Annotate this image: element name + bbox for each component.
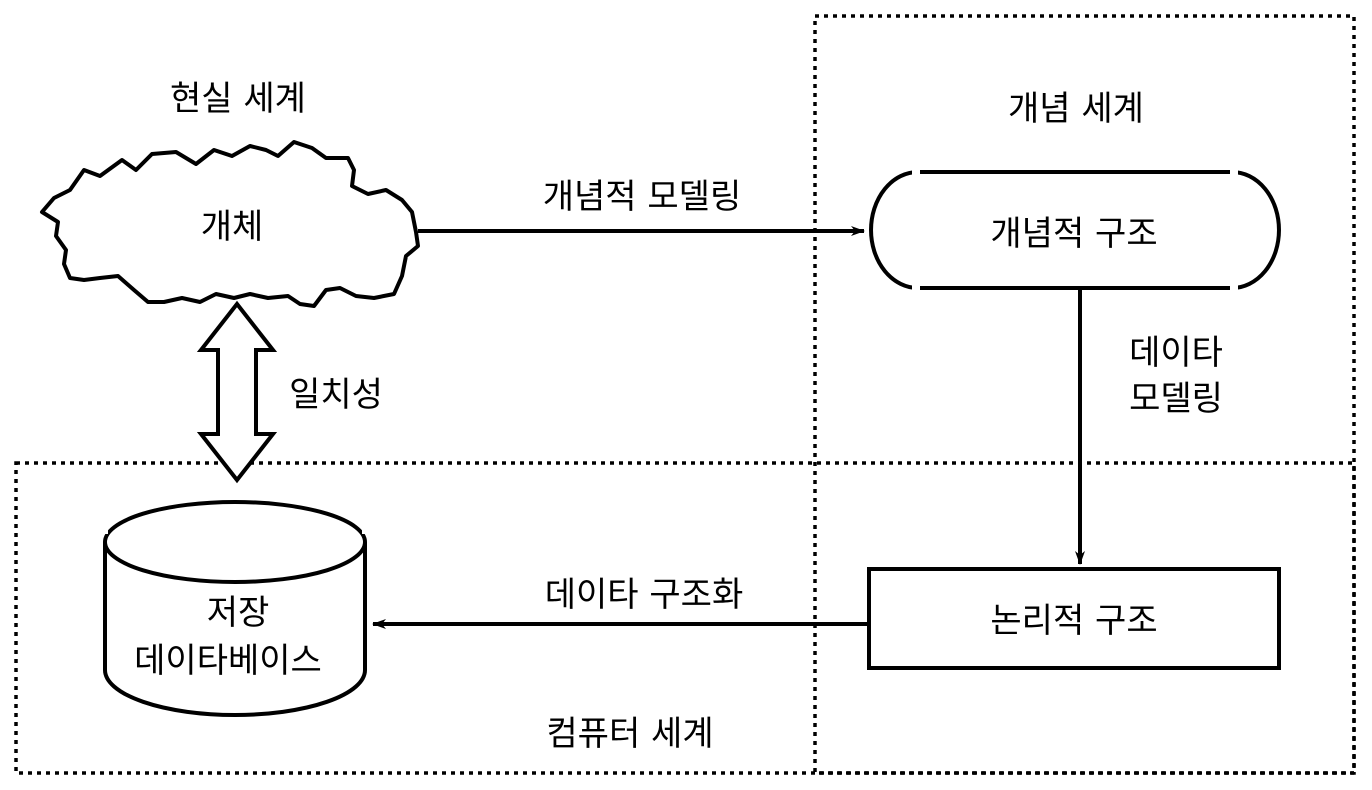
computer-world-label: 컴퓨터 세계 [546, 714, 713, 754]
consistency-label: 일치성 [289, 375, 383, 415]
computer-world-region [14, 461, 1356, 775]
logical-structure-label: 논리적 구조 [990, 601, 1157, 641]
conceptual-modeling-label: 개념적 모델링 [543, 177, 742, 217]
database-label-line1: 저장 [207, 593, 270, 633]
database-cylinder-body [103, 542, 367, 717]
consistency-double-arrow [196, 300, 278, 484]
entity-cloud-shape [40, 140, 420, 308]
database-cylinder-top [103, 500, 367, 584]
concept-world-label: 개념 세계 [1008, 89, 1144, 129]
logical-structure-shape [867, 567, 1281, 670]
data-modeling-label-line1: 데이타 [1129, 333, 1223, 373]
real-world-label: 현실 세계 [170, 79, 306, 119]
data-structuring-label: 데이타 구조화 [545, 575, 744, 615]
conceptual-structure-label: 개념적 구조 [990, 214, 1157, 254]
entity-label: 개체 [201, 207, 264, 247]
data-modeling-label-line2: 모델링 [1129, 379, 1223, 419]
database-label-line2: 데이타베이스 [134, 641, 322, 681]
